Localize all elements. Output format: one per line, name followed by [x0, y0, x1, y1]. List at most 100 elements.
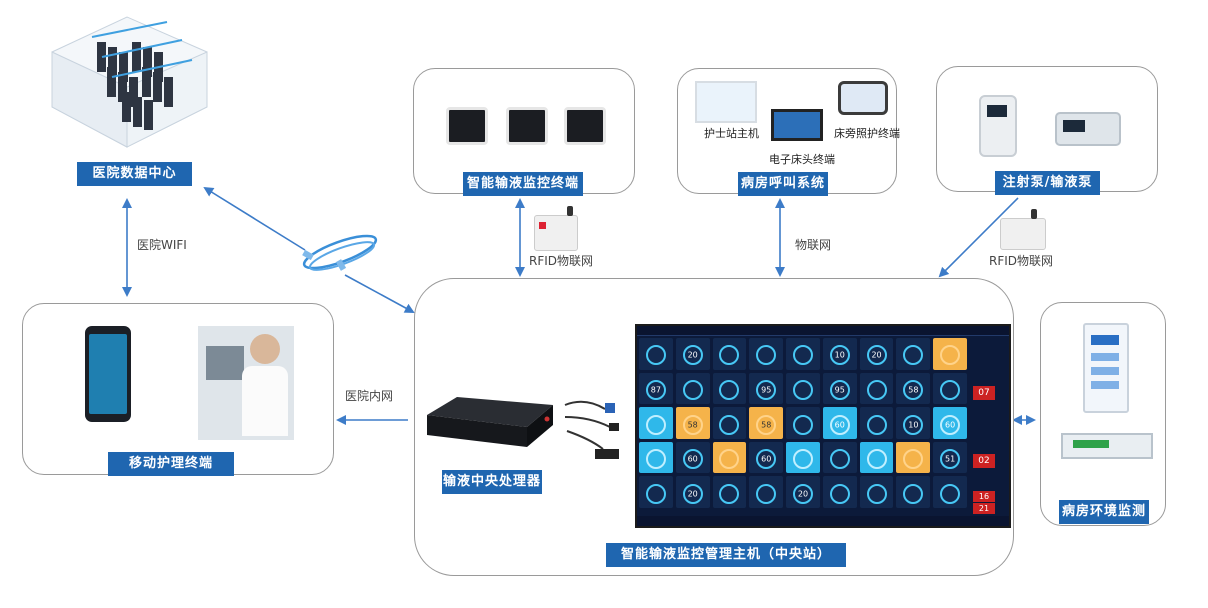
progress-ring-icon [829, 414, 850, 435]
bed-tile [786, 372, 820, 405]
progress-ring-icon [792, 449, 813, 470]
tile-value: 58 [687, 420, 698, 430]
data-center-label: 医院数据中心 [77, 162, 192, 186]
tile-value: 95 [834, 385, 845, 395]
bed-tile: 60 [675, 441, 710, 474]
progress-ring-icon [645, 345, 666, 366]
progress-ring-icon [866, 449, 887, 470]
env-monitor-panel [1040, 302, 1166, 526]
side-badge: 16 [973, 491, 995, 502]
bed-tile [896, 338, 931, 370]
tile-value: 58 [761, 420, 772, 430]
bed-tile [859, 476, 894, 508]
progress-ring-icon [940, 483, 961, 504]
bedside-terminal-device [771, 109, 823, 141]
bed-tile [712, 441, 747, 474]
bed-tile [933, 372, 967, 405]
progress-ring-icon [756, 449, 777, 470]
progress-ring-icon [940, 414, 961, 435]
bed-tile [639, 407, 673, 439]
bed-tile: 87 [639, 372, 673, 405]
progress-ring-icon [719, 379, 740, 400]
progress-ring-icon [756, 379, 777, 400]
tile-value: 60 [834, 420, 845, 430]
bed-tile [712, 338, 747, 370]
infusion-pump-device [979, 95, 1017, 157]
progress-ring-icon [866, 379, 887, 400]
tile-value: 60 [687, 454, 698, 464]
cable-bundle-icon [564, 387, 629, 467]
side-badge: 07 [973, 386, 995, 400]
rfid-reader-icon [1000, 209, 1046, 250]
rfid-left-label: RFID物联网 [529, 254, 594, 268]
progress-ring-icon [940, 345, 961, 366]
data-center-illustration [42, 12, 212, 152]
bed-tile [933, 338, 967, 370]
intranet-link-label: 医院内网 [345, 389, 394, 403]
bed-tile [896, 476, 931, 508]
progress-ring-icon [940, 449, 961, 470]
bed-tile [712, 407, 747, 439]
bed-tile: 58 [749, 407, 784, 439]
env-sensor-device [1061, 433, 1153, 459]
progress-ring-icon [682, 345, 703, 366]
bed-tile [859, 372, 894, 405]
central-processor-device [427, 397, 553, 447]
bed-tile [896, 441, 931, 474]
progress-ring-icon [866, 414, 887, 435]
central-station-label: 智能输液监控管理主机（中央站） [606, 543, 846, 567]
side-badge: 21 [973, 503, 995, 514]
bed-tile: 58 [896, 372, 931, 405]
progress-ring-icon [719, 414, 740, 435]
env-monitor-label: 病房环境监测 [1059, 500, 1149, 524]
tile-value: 20 [871, 350, 882, 360]
bed-tile: 10 [896, 407, 931, 439]
bed-tile [675, 372, 710, 405]
iot-link-label: 物联网 [795, 238, 832, 252]
infusion-terminal-device [506, 107, 548, 145]
bed-tile: 95 [822, 372, 857, 405]
rfid-right-label: RFID物联网 [989, 254, 1054, 268]
tile-value: 20 [687, 350, 698, 360]
progress-ring-icon [719, 449, 740, 470]
tile-value: 60 [945, 420, 956, 430]
bed-tile: 60 [822, 407, 857, 439]
infusion-terminal-device [564, 107, 606, 145]
bed-tile [639, 338, 673, 370]
bed-tile [786, 407, 820, 439]
bed-tile [712, 372, 747, 405]
tile-value: 60 [761, 454, 772, 464]
pump-label: 注射泵/输液泵 [995, 171, 1100, 195]
progress-ring-icon [645, 483, 666, 504]
bed-tile [786, 441, 820, 474]
infusion-terminal-label: 智能输液监控终端 [463, 172, 583, 196]
bed-tile [712, 476, 747, 508]
progress-ring-icon [866, 345, 887, 366]
nurse-station-label: 护士站主机 [704, 127, 759, 140]
processor-label: 输液中央处理器 [442, 470, 542, 494]
progress-ring-icon [829, 483, 850, 504]
ward-care-terminal-device [838, 81, 888, 115]
progress-ring-icon [903, 483, 924, 504]
ward-care-terminal-label: 床旁照护终端 [834, 127, 900, 140]
progress-ring-icon [940, 379, 961, 400]
progress-ring-icon [829, 379, 850, 400]
tile-value: 20 [687, 489, 698, 499]
side-badge: 02 [973, 454, 995, 468]
bed-tile [639, 441, 673, 474]
tile-value: 51 [945, 454, 956, 464]
tile-value: 10 [908, 420, 919, 430]
room-display-device [1083, 323, 1129, 413]
progress-ring-icon [866, 483, 887, 504]
nurse-workstation-photo [198, 326, 294, 440]
progress-ring-icon [645, 414, 666, 435]
bed-tile: 20 [859, 338, 894, 370]
mobile-terminal-label: 移动护理终端 [108, 452, 234, 476]
rfid-reader-icon [534, 206, 578, 251]
nurse-station-device [695, 81, 757, 123]
progress-ring-icon [903, 379, 924, 400]
tile-value: 20 [797, 489, 809, 499]
progress-ring-icon [792, 379, 813, 400]
